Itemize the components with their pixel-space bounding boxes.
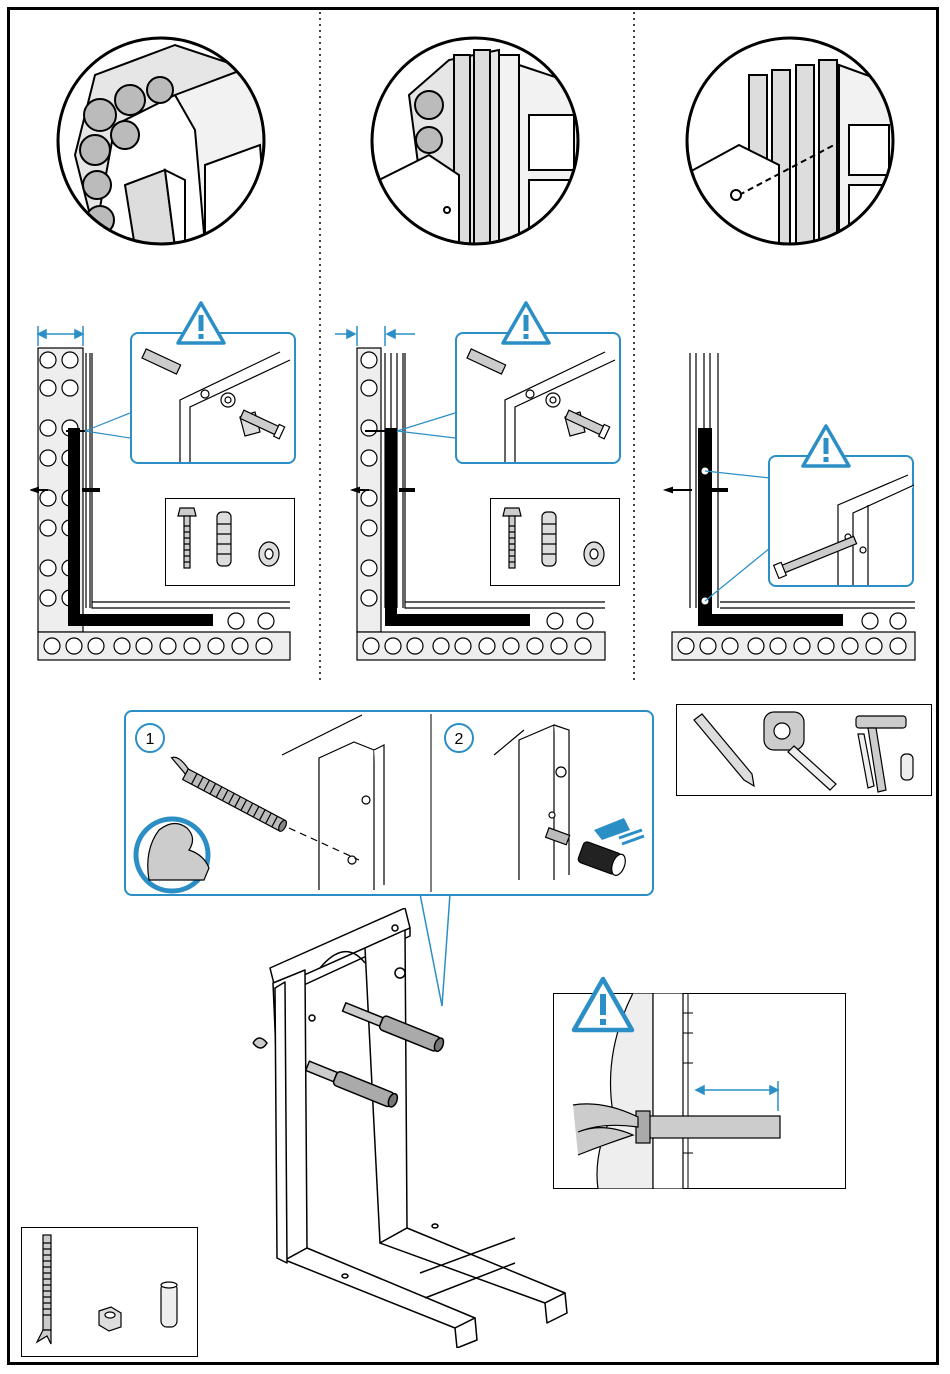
detail-circle-1 [55, 35, 267, 247]
warning-triangle-icon [800, 423, 852, 469]
warning-triangle-icon [500, 300, 552, 346]
anchor-detail-1 [130, 332, 296, 464]
column-divider-2 [632, 12, 636, 680]
step-number-2: 2 [455, 731, 464, 748]
lag-screw-plug-washer-icon [490, 498, 620, 586]
lag-screw-plug-washer-icon [165, 498, 295, 586]
hammer-icon [856, 716, 913, 792]
tools [676, 704, 932, 796]
detail-circle-3 [684, 35, 896, 247]
pencil-icon [694, 714, 754, 786]
push-arrow-icon [594, 818, 644, 844]
tape-measure-icon [764, 712, 836, 790]
rod-assembly-steps: 1 2 [124, 710, 654, 896]
column-divider-1 [318, 12, 322, 680]
support-bracket-assembly [245, 908, 585, 1348]
long-screw-detail [768, 455, 914, 587]
step-number-1: 1 [146, 731, 155, 748]
anchor-detail-2 [455, 332, 621, 464]
warning-triangle-icon [570, 975, 636, 1035]
warning-triangle-icon [175, 300, 227, 346]
flexed-arm-icon [136, 819, 209, 891]
detail-circle-2 [369, 35, 581, 247]
rod-nut-sleeve-icon [21, 1227, 198, 1357]
